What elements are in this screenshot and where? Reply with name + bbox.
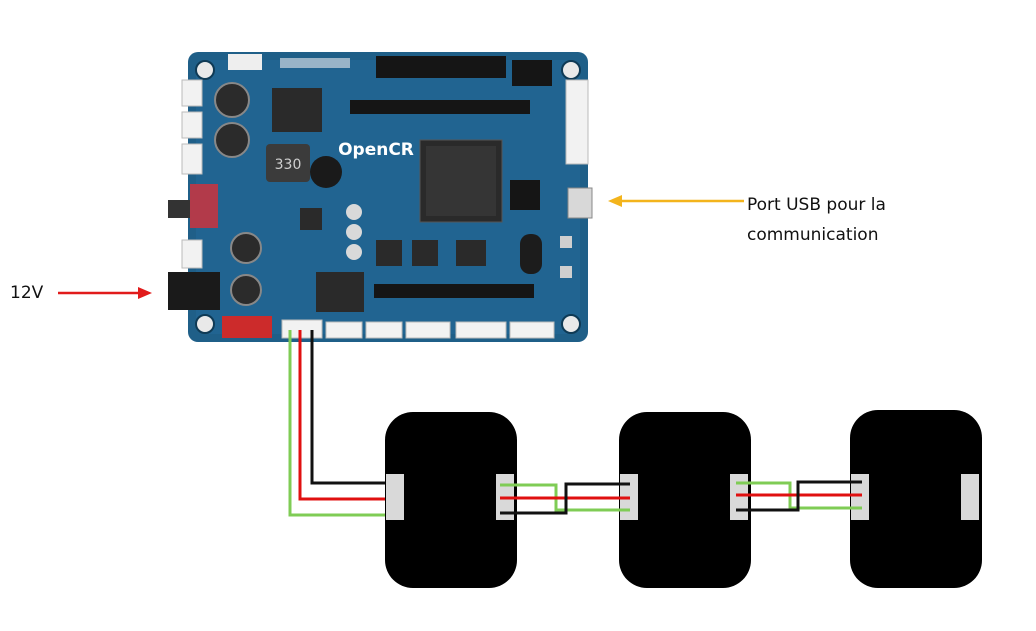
capacitor [214, 122, 250, 158]
bus-cable-module-2-to-3 [736, 480, 862, 512]
usb-label-line-2: communication [747, 225, 879, 245]
push-button [560, 266, 572, 278]
capacitor [230, 232, 262, 264]
side-connector [181, 79, 203, 107]
dc-barrel-jack [168, 272, 220, 310]
voltage-regulator [272, 88, 322, 132]
capacitor [230, 274, 262, 306]
bus-cable-module-1-to-2 [500, 482, 630, 515]
module-2-port-right [730, 474, 748, 520]
pin-header [512, 60, 552, 86]
capacitor [346, 204, 362, 220]
top-connector [228, 54, 262, 70]
bottom-connector [405, 321, 451, 339]
mounting-hole [561, 314, 581, 334]
module-1-port-left [386, 474, 404, 520]
mounting-hole [561, 60, 581, 80]
power-switch [190, 184, 218, 228]
pin-header [510, 180, 540, 210]
mounting-hole [195, 314, 215, 334]
inductor-label: 330 [275, 157, 302, 173]
pin-header [374, 284, 534, 298]
bottom-connector [455, 321, 507, 339]
ic-chip [300, 208, 322, 230]
pin-header [350, 100, 530, 114]
dynamixel-connector [281, 319, 323, 339]
inductor [266, 144, 310, 182]
coin-battery [520, 234, 542, 274]
voltage-label: 12V [10, 283, 44, 303]
ic-chip [456, 240, 486, 266]
usb-port [567, 187, 593, 219]
dynamixel-module-3 [850, 410, 982, 588]
bottom-connector [509, 321, 555, 339]
side-connector [565, 79, 589, 165]
capacitor [346, 224, 362, 240]
usb-label-line-1: Port USB pour la [747, 195, 886, 215]
mounting-hole [195, 60, 215, 80]
pin-header [376, 56, 506, 78]
side-connector [181, 239, 203, 269]
module-3-port-right [961, 474, 979, 520]
bottom-connector [365, 321, 403, 339]
bottom-connector [325, 321, 363, 339]
push-button [560, 236, 572, 248]
ic-chip [412, 240, 438, 266]
side-connector [181, 143, 203, 175]
voltage-regulator [316, 272, 364, 312]
capacitor [214, 82, 250, 118]
ic-chip [376, 240, 402, 266]
side-connector [181, 111, 203, 139]
switch-lever [168, 200, 190, 218]
capacitor [346, 244, 362, 260]
power-arrow [58, 287, 152, 299]
dynamixel-module-1 [385, 412, 517, 588]
buzzer [310, 156, 342, 188]
bus-cable-board-to-module-1 [288, 330, 398, 517]
dynamixel-module-2 [619, 412, 751, 588]
opencr-board: 330 OpenCR [168, 52, 593, 342]
usb-arrow [608, 195, 744, 207]
battery-connector [222, 316, 272, 338]
board-brand-label: OpenCR [338, 140, 414, 160]
